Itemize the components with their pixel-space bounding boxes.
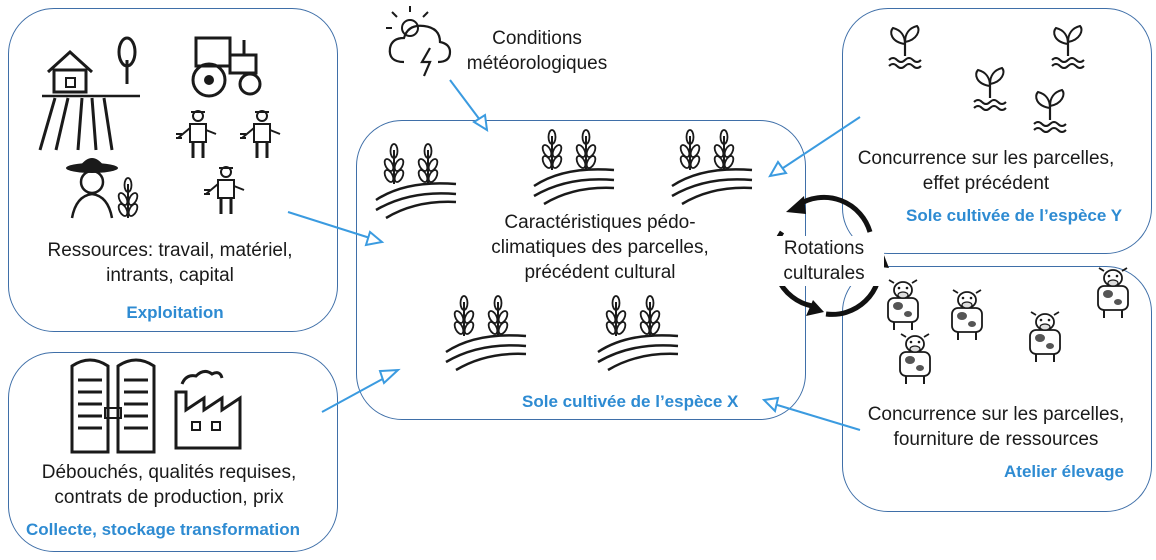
rotations-text-line-2: culturales [783, 263, 865, 284]
factory-icon [174, 369, 242, 450]
rotations-text-line-1: Rotations [783, 238, 865, 259]
rotations-text: Rotations culturales [764, 236, 884, 286]
sole-y-box [842, 8, 1152, 254]
elevage-title: Atelier élevage [1004, 462, 1125, 481]
exploitation-text-line-2: intrants, capital [106, 265, 234, 286]
collecte-text-line-1: Débouchés, qualités requises, [41, 462, 297, 483]
sole-y-title: Sole cultivée de l’espèce Y [906, 206, 1123, 225]
meteo-text: Conditions météorologiques [452, 26, 622, 76]
sole-x-text-line-3: précédent cultural [524, 262, 676, 283]
sole-x-title: Sole cultivée de l’espèce X [522, 392, 739, 411]
collecte-text-line-2: contrats de production, prix [54, 487, 284, 508]
sole-x-text-line-2: climatiques des parcelles, [491, 237, 709, 258]
sole-x-text: Caractéristiques pédo- climatiques des p… [470, 210, 730, 285]
arrow-sole-y-to-sole-x [768, 116, 861, 178]
storm-cloud-icon [386, 6, 452, 77]
arrow-collecte-to-sole-x [321, 368, 401, 413]
meteo-text-line-2: météorologiques [466, 53, 608, 74]
exploitation-title: Exploitation [126, 303, 224, 322]
collecte-text: Débouchés, qualités requises, contrats d… [14, 460, 324, 510]
arrow-elevage-to-sole-x [761, 396, 861, 431]
exploitation-text: Ressources: travail, matériel, intrants,… [20, 238, 320, 288]
elevage-text-line-1: Concurrence sur les parcelles, [867, 404, 1125, 425]
collecte-title: Collecte, stockage transformation [26, 520, 300, 539]
sole-y-text-line-1: Concurrence sur les parcelles, [857, 148, 1115, 169]
sole-y-text-line-2: effet précédent [922, 173, 1050, 194]
elevage-text: Concurrence sur les parcelles, fournitur… [856, 402, 1136, 452]
farmer-icon [66, 158, 141, 219]
silo-icon [70, 358, 156, 454]
exploitation-box [8, 8, 338, 332]
arrow-exploitation-to-sole-x [287, 211, 385, 247]
exploitation-text-line-1: Ressources: travail, matériel, [47, 240, 293, 261]
meteo-text-line-1: Conditions [492, 28, 582, 49]
tractor-icon [191, 36, 262, 98]
sole-y-text: Concurrence sur les parcelles, effet pré… [846, 146, 1126, 196]
arrow-meteo-to-sole-x [449, 79, 489, 132]
elevage-text-line-2: fourniture de ressources [893, 429, 1099, 450]
farm-icon [38, 36, 140, 151]
sole-x-text-line-1: Caractéristiques pédo- [504, 212, 696, 233]
collecte-box [8, 352, 338, 552]
